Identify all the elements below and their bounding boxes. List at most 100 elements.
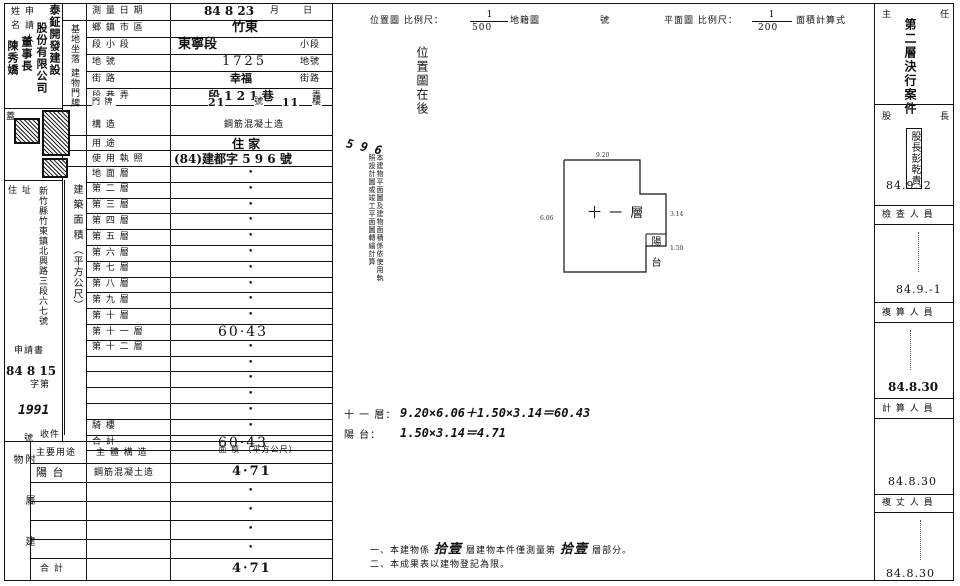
city-value: 竹東 [232, 20, 259, 35]
floor-row-divider [86, 197, 332, 199]
svg-text:1.50: 1.50 [670, 245, 684, 252]
floor-area: • [248, 294, 254, 305]
loc-map-note: 位置圖在後 [415, 46, 429, 116]
inspector-signature [918, 232, 931, 272]
street-suffix: 街路 [300, 74, 321, 84]
seal-label: 蓋 [6, 112, 17, 122]
floor-area: • [248, 247, 254, 257]
attach-row-divider [30, 539, 332, 540]
floor-name: 第 六 層 [92, 247, 130, 258]
land-no-value: 1725 [222, 54, 268, 69]
floor-area: • [248, 183, 254, 194]
survey-date-label: 測 量 日 期 [92, 6, 144, 16]
plan-scale-num: 1 [768, 10, 776, 20]
head-right: 任 [940, 10, 951, 20]
floor-row-divider [86, 403, 332, 404]
approval-title: 第二層決行案件 [903, 18, 917, 116]
door-mid: 號 [254, 97, 265, 108]
chief-stamp: 股長彭乾貴 [906, 128, 922, 189]
floor-row-divider [86, 213, 332, 215]
surveyor-date: 84.8.30 [886, 567, 935, 580]
street-value: 幸福 [230, 72, 252, 85]
use-label: 用 途 [92, 139, 116, 149]
attach-struct: 鋼筋混凝土造 [94, 468, 155, 478]
door-label: 門 牌 [92, 96, 116, 107]
floor-area: • [248, 199, 254, 210]
loc-scale-den: 500 [472, 23, 493, 33]
attach-total-label: 合 計 [40, 564, 64, 574]
calc-balcony-label: 陽 台： [344, 430, 382, 441]
attach-head-use: 主要用途 [36, 448, 77, 458]
floor-row-divider [86, 418, 332, 420]
attach-area: 4·71 [232, 464, 272, 479]
floor-name: 騎 樓 [92, 421, 116, 432]
application-side-label: 收件 [40, 430, 61, 440]
plan-label: 平面圖 比例尺： [664, 16, 738, 26]
attach-row-divider [30, 501, 332, 502]
floor-row-divider [86, 450, 332, 452]
structure-value: 鋼筋混凝土造 [224, 120, 285, 130]
floor-name: 第 十 一 層 [92, 326, 144, 337]
application-word: 字第 [30, 380, 51, 390]
floor-area: • [248, 420, 254, 431]
attach-area: • [248, 505, 254, 515]
floor-area: • [248, 373, 254, 384]
applicant-company: 泰鉦開發建設 [48, 4, 61, 76]
floor-area: • [248, 278, 254, 289]
loc-group-label: 基地坐落 [69, 24, 79, 64]
floor-row-divider [86, 434, 332, 436]
application-no-suffix: 號 [24, 434, 35, 444]
rep-name: 陳秀嬌 [6, 40, 19, 76]
door-suffix: 樓 [312, 97, 323, 108]
land-no-suffix: 地號 [300, 57, 321, 67]
checker-signature [910, 330, 931, 370]
applicant-label-2: 姓 名 [9, 6, 19, 30]
floor-name: 第 五 層 [92, 231, 130, 242]
chief-right: 長 [940, 112, 951, 122]
checker-label: 複 算 人 員 [882, 308, 934, 318]
survey-date-unit: 月 日 [270, 6, 314, 16]
floor-name: 第 三 層 [92, 200, 130, 211]
floor-row-divider [86, 229, 332, 231]
svg-text:6.06: 6.06 [540, 215, 554, 222]
company-type: 股份有限公司 [35, 22, 48, 94]
surveyor-label: 複 丈 人 員 [882, 498, 934, 508]
license-label: 使 用 執 照 [92, 154, 144, 164]
calc-floor-label: 十 一 層： [344, 410, 397, 421]
attach-total: 4·71 [232, 561, 272, 576]
area-formula-label: 面積計算式 [796, 16, 847, 26]
floor-area: • [248, 389, 254, 400]
bldg-door-label: 建物門牌 [69, 68, 79, 108]
door-floor: 11 [282, 96, 300, 109]
calc-floor: 9.20×6.06＋1.50×3.14＝60.43 [400, 406, 591, 420]
svg-text:9.20: 9.20 [596, 152, 610, 159]
rep-title: 董事長 [20, 36, 33, 72]
floor-area: 60·43 [218, 324, 269, 340]
floor-name: 第 四 層 [92, 215, 130, 226]
use-value: 住 家 [232, 137, 261, 151]
floor-row-divider [86, 292, 332, 294]
floor-row-divider [86, 387, 332, 389]
floor-row-divider [86, 181, 332, 183]
floor-name: 第 十 二 層 [92, 342, 144, 353]
floor-name: 第 七 層 [92, 263, 130, 274]
subsection-suffix: 小段 [300, 40, 321, 50]
floor-row-divider [86, 324, 332, 325]
city-label: 鄉 鎮 市 區 [92, 23, 144, 33]
attach-head-struct: 主 體 構 造 [96, 448, 148, 458]
address-label: 住 址 [8, 186, 32, 196]
loc-map-label: 位置圖 比例尺： [370, 16, 444, 26]
plan-floor-label: 十 一 層 [588, 206, 646, 221]
form-border [4, 3, 954, 581]
chief-left: 股 [882, 112, 893, 122]
structure-label: 構 造 [92, 120, 116, 130]
floor-name: 第 二 層 [92, 184, 130, 195]
door-value: 21 [208, 96, 226, 109]
floor-area: • [248, 168, 254, 178]
plan-balcony-label: 陽 台 [649, 236, 660, 272]
calc-balcony: 1.50×3.14＝4.71 [400, 426, 506, 440]
floor-row-divider [86, 276, 332, 278]
floor-area: • [248, 231, 254, 242]
floor-area: • [248, 262, 254, 273]
floor-row-divider [86, 371, 332, 373]
